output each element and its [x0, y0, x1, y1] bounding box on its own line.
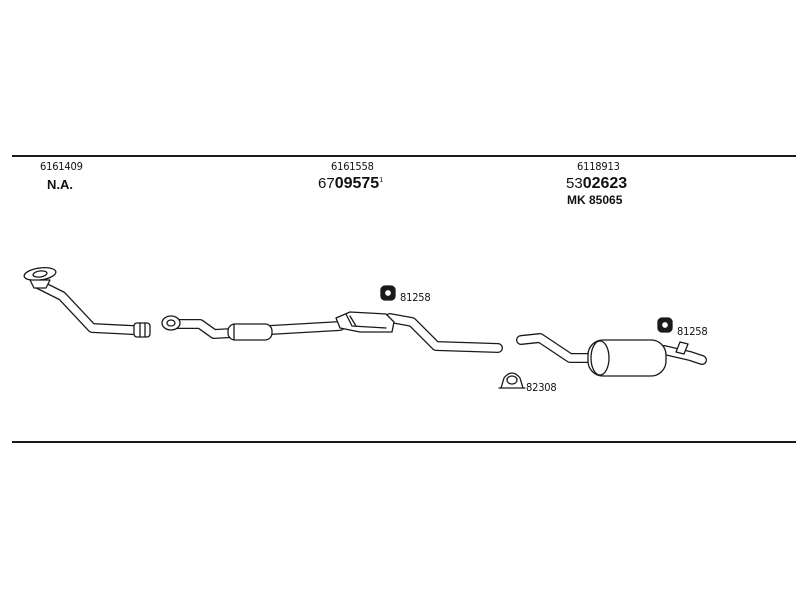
rear-silencer-part	[516, 333, 707, 377]
part-code-main: 02623	[582, 175, 628, 192]
part-ref-middle-silencer: 6161558	[331, 160, 374, 173]
u-clamp-bracket-icon	[498, 372, 526, 389]
part-ref-rear-silencer: 6118913	[577, 160, 620, 173]
part-code-middle-silencer: 67095751	[318, 176, 383, 192]
part-code-rear-silencer: 5302623	[566, 176, 627, 192]
part-code-prefix: 53	[566, 175, 583, 192]
rubber-mount-rear-icon	[657, 317, 673, 333]
top-divider	[12, 155, 796, 157]
part-code-main: 09575	[334, 175, 380, 192]
part-alt-code-rear-silencer: MK 85065	[567, 193, 623, 207]
part-code-suffix: 1	[379, 177, 384, 184]
rubber-mount-middle-icon	[380, 285, 396, 301]
part-code-front-pipe: N.A.	[47, 177, 73, 192]
front-pipe-part	[23, 267, 151, 338]
clamp-label-middle: 81258	[400, 291, 431, 304]
part-code-prefix: 67	[318, 175, 335, 192]
middle-silencer-part	[161, 311, 503, 353]
bottom-divider	[12, 441, 796, 443]
part-ref-front-pipe: 6161409	[40, 160, 83, 173]
clamp-label-rear: 81258	[677, 325, 708, 338]
clamp-label-bracket: 82308	[526, 381, 557, 394]
